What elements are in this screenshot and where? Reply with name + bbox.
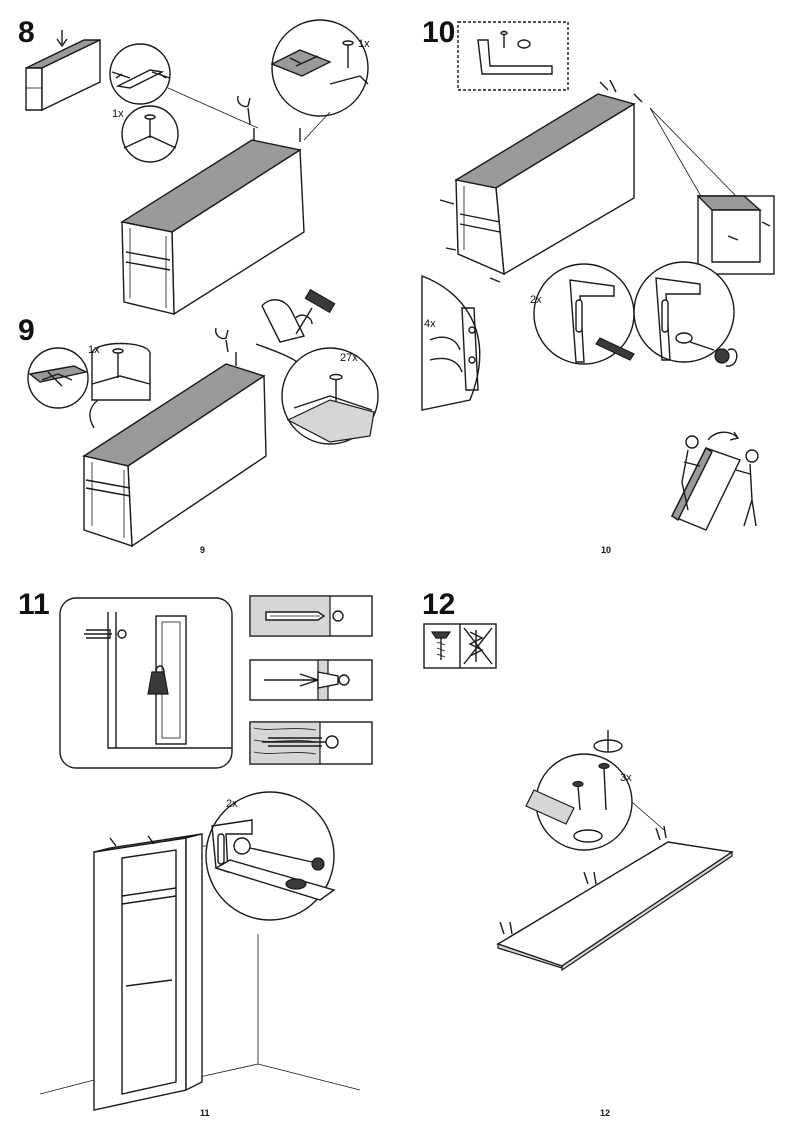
step8-small-cabinet-icon — [25, 30, 101, 112]
step11-anchor-wood — [249, 721, 373, 765]
step-11-qty-bracket: 2x — [226, 798, 238, 810]
step-9-qty-nail: 1x — [88, 344, 100, 356]
step11-wall-mount-detail — [59, 597, 233, 769]
page-number-10: 10 — [601, 545, 612, 555]
step10-corner-detail — [696, 195, 775, 275]
step8-detail-circle-corner — [109, 43, 259, 129]
step12-detail-circle-hinge-3x — [525, 730, 665, 851]
step10-detail-circle-bracket-2x — [533, 263, 635, 365]
step-8-qty-nail-left: 1x — [112, 108, 124, 120]
step9-cabinet — [82, 327, 267, 548]
page-number-12: 12 — [600, 1108, 611, 1118]
step10-two-people-tilting — [671, 431, 759, 531]
step8-detail-circle-nail — [121, 105, 179, 163]
step11-detail-circle-bracket-2x — [160, 791, 336, 921]
step-12-number: 12 — [422, 588, 456, 621]
step10-hand-4x — [421, 274, 481, 411]
step-10-qty-bracket: 2x — [530, 294, 542, 306]
step10-detail-circle-screw — [633, 261, 738, 367]
step12-screw-legend — [423, 623, 497, 669]
step10-cabinet — [439, 79, 737, 283]
step8-cabinet — [120, 95, 305, 316]
step-11-number: 11 — [18, 588, 50, 621]
step9-detail-circle-27x — [281, 347, 379, 445]
step12-door-panel — [496, 825, 734, 972]
step10-hardware-list — [457, 21, 569, 91]
step-10-qty-hands: 4x — [424, 318, 436, 330]
step-8-qty-nail-right: 1x — [358, 38, 370, 50]
step-9-number: 9 — [18, 314, 35, 347]
step11-anchor-concrete — [249, 595, 373, 637]
step-8-number: 8 — [18, 16, 35, 49]
step11-anchor-hollow-wall — [249, 659, 373, 701]
step9-detail-circle-corner — [27, 347, 89, 409]
step-10-number: 10 — [422, 16, 456, 49]
step11-wall-and-wardrobe — [39, 833, 361, 1111]
page-number-9: 9 — [200, 545, 206, 555]
step-9-qty-nails: 27x — [340, 352, 358, 364]
step8-detail-circle-right — [270, 19, 369, 141]
page-number-11: 11 — [200, 1108, 210, 1118]
step-12-qty-screws: 3x — [620, 772, 632, 784]
step9-detail-nail — [89, 342, 151, 429]
